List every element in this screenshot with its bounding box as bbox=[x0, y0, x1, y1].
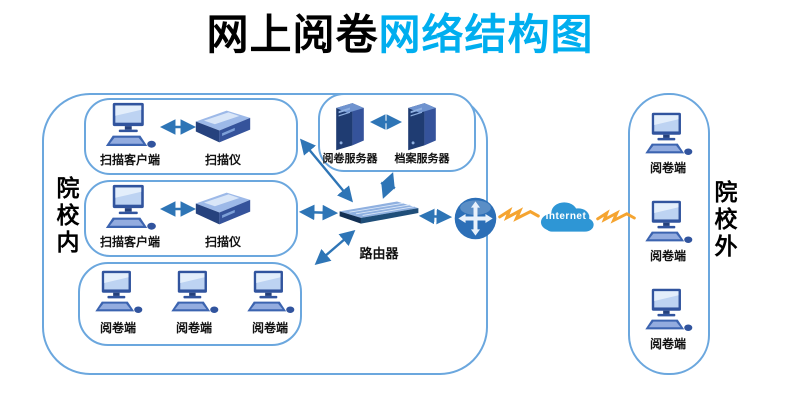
outside-terminal-2-label: 阅卷端 bbox=[649, 249, 686, 263]
outside-terminal-3-label: 阅卷端 bbox=[649, 337, 686, 351]
router-label: 路由器 bbox=[359, 246, 399, 261]
marking-server-label: 阅卷服务器 bbox=[322, 153, 378, 165]
arrow-servers-router bbox=[380, 172, 396, 199]
title-suffix: 网络结构图 bbox=[378, 11, 594, 58]
outside-terminal-1-pc-icon bbox=[645, 112, 693, 155]
scanner-2-label: 扫描仪 bbox=[204, 235, 241, 249]
outside-terminal-3-pc-icon bbox=[645, 288, 693, 331]
arrow-scan1-router bbox=[300, 138, 353, 203]
archive-server-label: 档案服务器 bbox=[394, 153, 450, 165]
arrow-terminals-router bbox=[314, 229, 356, 266]
outside-terminal-2-pc-icon bbox=[645, 200, 693, 243]
title-prefix: 网上阅卷 bbox=[206, 11, 379, 58]
scan-client-1-label: 扫描客户端 bbox=[99, 153, 160, 167]
terminal-1-label: 阅卷端 bbox=[99, 321, 136, 335]
campus-outside-label: 院校外 bbox=[711, 180, 737, 261]
internet-label: Internet bbox=[545, 211, 587, 222]
terminal-3-label: 阅卷端 bbox=[251, 321, 288, 335]
arrow-router-edge bbox=[418, 208, 453, 225]
page-title: 网上阅卷网络结构图 bbox=[0, 1, 800, 62]
scan-client-2-label: 扫描客户端 bbox=[99, 235, 160, 249]
scanner-1-label: 扫描仪 bbox=[204, 153, 241, 167]
terminal-2-label: 阅卷端 bbox=[175, 321, 212, 335]
arrow-scan2-router bbox=[298, 204, 339, 221]
outside-terminal-1-label: 阅卷端 bbox=[649, 161, 686, 175]
campus-inside-label: 院校内 bbox=[53, 176, 79, 257]
